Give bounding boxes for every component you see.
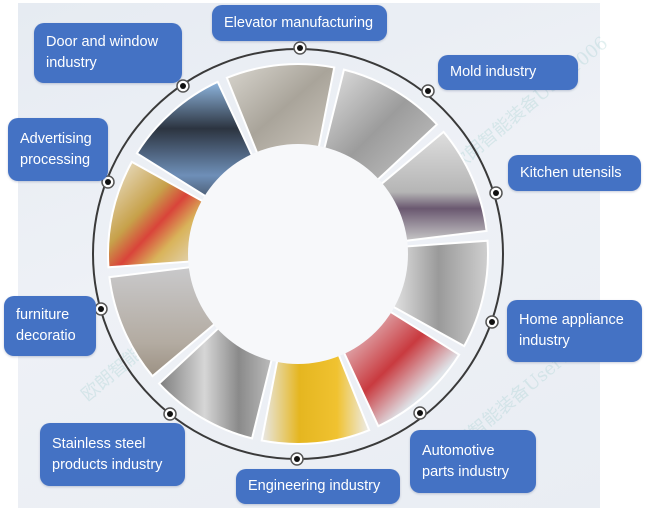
dot-advertising-icon xyxy=(101,175,115,189)
photo-ring xyxy=(107,63,489,445)
dot-elevator-icon xyxy=(293,41,307,55)
label-advertising-processing: Advertising processing xyxy=(8,118,108,181)
label-home-appliance-industry: Home appliance industry xyxy=(507,300,642,362)
dot-kitchen-icon xyxy=(489,186,503,200)
label-elevator-manufacturing: Elevator manufacturing xyxy=(212,5,387,41)
label-mold-industry: Mold industry xyxy=(438,55,578,90)
label-stainless-steel-products-industry: Stainless steel products industry xyxy=(40,423,185,486)
center-circle xyxy=(188,144,408,364)
dot-home-appliance-icon xyxy=(485,315,499,329)
dot-mold-icon xyxy=(421,84,435,98)
dot-door-window-icon xyxy=(176,79,190,93)
dot-stainless-icon xyxy=(163,407,177,421)
dot-automotive-icon xyxy=(413,406,427,420)
ring-dots xyxy=(94,41,503,466)
label-automotive-parts-industry: Automotive parts industry xyxy=(410,430,536,493)
label-engineering-industry: Engineering industry xyxy=(236,469,400,504)
label-furniture-decoration: furniture decoratio xyxy=(4,296,96,356)
dot-furniture-icon xyxy=(94,302,108,316)
dot-engineering-icon xyxy=(290,452,304,466)
label-kitchen-utensils: Kitchen utensils xyxy=(508,155,641,191)
label-door-and-window-industry: Door and window industry xyxy=(34,23,182,83)
